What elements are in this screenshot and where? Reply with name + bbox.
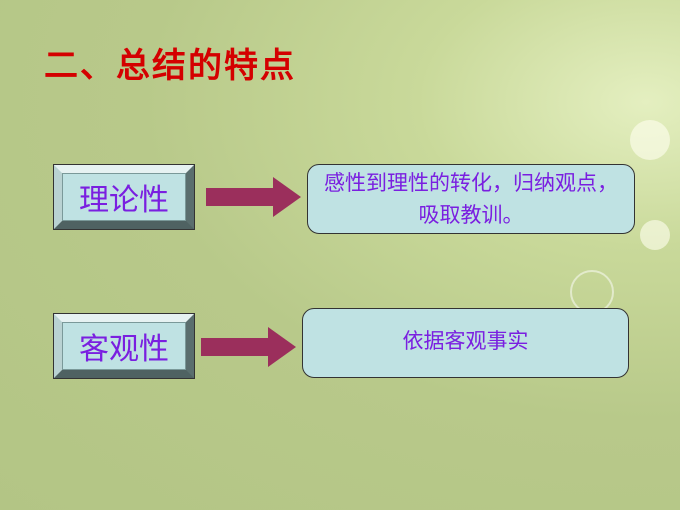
label-box-theory: 理论性: [53, 164, 195, 230]
arrow-right-icon: [201, 327, 296, 367]
label-text: 理论性: [62, 173, 186, 221]
description-box-objectivity: 依据客观事实: [302, 308, 629, 378]
flower-decoration: [640, 220, 670, 250]
arrow-right-icon: [206, 177, 301, 217]
label-text: 客观性: [62, 322, 186, 370]
flower-decoration: [630, 120, 670, 160]
slide-title: 二、总结的特点: [44, 46, 296, 86]
description-box-theory: 感性到理性的转化，归纳观点，吸取教训。: [307, 164, 635, 234]
label-box-objectivity: 客观性: [53, 313, 195, 379]
